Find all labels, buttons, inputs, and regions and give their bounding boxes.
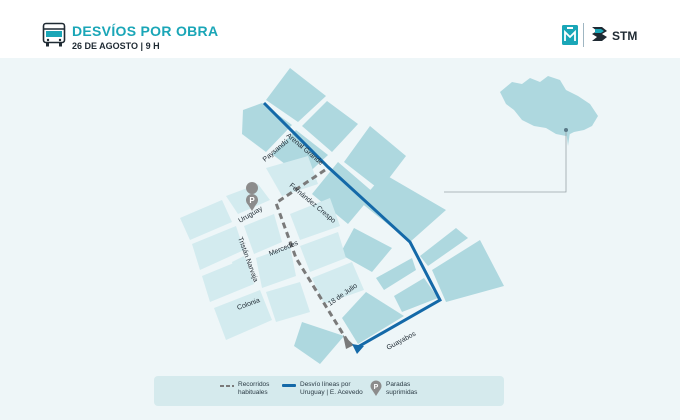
locator-leader-line (444, 132, 567, 193)
legend-detour-line1: Desvío líneas por (300, 381, 351, 388)
page-title: DESVÍOS POR OBRA (72, 23, 219, 39)
legend-detour-line2: Uruguay | E. Acevedo (300, 389, 363, 396)
location-dot (564, 128, 568, 132)
stm-logo-icon (592, 27, 607, 41)
detour-route-arrow-icon (352, 344, 364, 354)
legend-detour-label: Desvío líneas por Uruguay | E. Acevedo (300, 381, 363, 397)
time-label: 9 H (145, 41, 160, 51)
legend-usual-route-line2: habituales (238, 389, 268, 396)
department-outline (500, 76, 598, 136)
legend-usual-route-label: Recorridos habituales (238, 381, 269, 397)
city-blocks-secondary (180, 156, 364, 340)
legend-stop-marker-icon: P (370, 380, 382, 396)
usual-route-arrow-icon (343, 335, 354, 349)
bus-icon (42, 22, 66, 47)
date-separator: | (140, 41, 144, 51)
montevideo-logo-icon (562, 25, 578, 45)
legend-detour-swatch (282, 384, 296, 387)
brand-name: STM (612, 29, 638, 43)
stop-marker-letter: P (249, 196, 255, 205)
legend-stop-marker-letter: P (374, 384, 379, 391)
date-time: 26 DE AGOSTO | 9 H (72, 41, 160, 51)
legend-stops-label: Paradas suprimidas (386, 381, 417, 397)
map-canvas: P Paysandú Arenal Grande Fernández Cresp… (0, 58, 680, 420)
legend-stops-line2: suprimidas (386, 389, 418, 396)
legend-stops-line1: Paradas (386, 381, 411, 388)
header: DESVÍOS POR OBRA 26 DE AGOSTO | 9 H STM (0, 0, 680, 58)
department-tail (566, 130, 570, 146)
legend-usual-route-swatch (220, 385, 234, 387)
city-blocks-main (242, 68, 504, 364)
logo-divider (583, 23, 584, 47)
legend-usual-route-line1: Recorridos (238, 381, 270, 388)
locator-map (444, 76, 598, 193)
date-label: 26 DE AGOSTO (72, 41, 139, 51)
map: P Paysandú Arenal Grande Fernández Cresp… (0, 58, 680, 420)
legend: Recorridos habituales Desvío líneas por … (154, 376, 504, 406)
suppressed-stop-marker: P (246, 182, 259, 211)
detour-route (262, 101, 442, 350)
